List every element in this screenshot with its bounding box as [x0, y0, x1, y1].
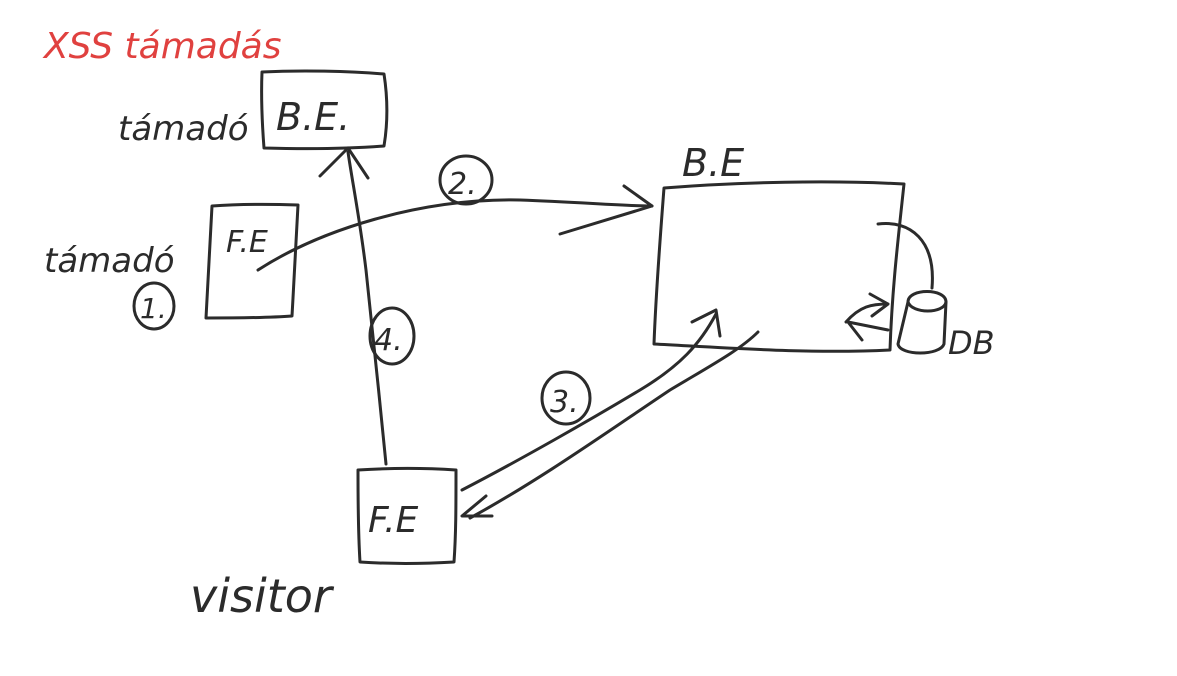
database-cylinder-icon — [896, 290, 948, 355]
step-1-circle — [132, 281, 176, 331]
step-3-arrow-line-inner — [468, 330, 760, 520]
server-backend-node: B.E — [652, 141, 906, 353]
step-3-flow: 3. — [460, 308, 760, 520]
attacker-frontend-node: F.E támadó — [44, 202, 300, 320]
visitor-role: visitor — [190, 569, 335, 623]
step-1-label: 1. — [140, 292, 167, 325]
diagram-title: XSS támadás — [42, 26, 282, 67]
step-3-arrowhead-up — [690, 308, 722, 338]
attacker-backend-node: B.E. támadó — [118, 69, 389, 151]
db-bidirectional-arrow — [844, 292, 890, 342]
attacker-backend-box — [260, 69, 389, 151]
database-node: DB — [844, 222, 995, 362]
step-4-label: 4. — [374, 323, 403, 358]
database-label: DB — [948, 324, 995, 362]
step-2-arrow-line — [256, 198, 654, 272]
database-cylinder-top-icon — [906, 300, 948, 313]
attacker-backend-role: támadó — [118, 109, 249, 149]
attacker-frontend-box — [204, 202, 300, 320]
step-3-circle — [540, 370, 592, 426]
step-4-arrow-line — [346, 150, 388, 466]
step-2-arrowhead — [558, 184, 654, 236]
step-3-arrow-line-outer — [460, 312, 718, 492]
attacker-backend-label: B.E. — [276, 95, 350, 139]
visitor-frontend-box — [356, 467, 458, 565]
step-4-arrowhead — [318, 146, 370, 180]
step-2-circle — [438, 154, 494, 206]
visitor-frontend-node: F.E visitor — [190, 467, 458, 623]
server-backend-label: B.E — [682, 141, 744, 185]
step-3-arrowhead-down — [460, 494, 494, 518]
step-3-label: 3. — [550, 385, 579, 420]
attacker-frontend-label: F.E — [226, 225, 268, 260]
step-1-marker: 1. — [132, 281, 176, 331]
visitor-frontend-label: F.E — [368, 500, 419, 541]
server-backend-box — [652, 180, 906, 353]
step-4-circle — [368, 306, 416, 366]
step-2-flow: 2. — [256, 154, 654, 272]
step-4-flow: 4. — [318, 146, 416, 466]
step-2-label: 2. — [448, 167, 477, 202]
attacker-frontend-role: támadó — [44, 241, 175, 281]
backend-db-connector — [876, 222, 934, 290]
